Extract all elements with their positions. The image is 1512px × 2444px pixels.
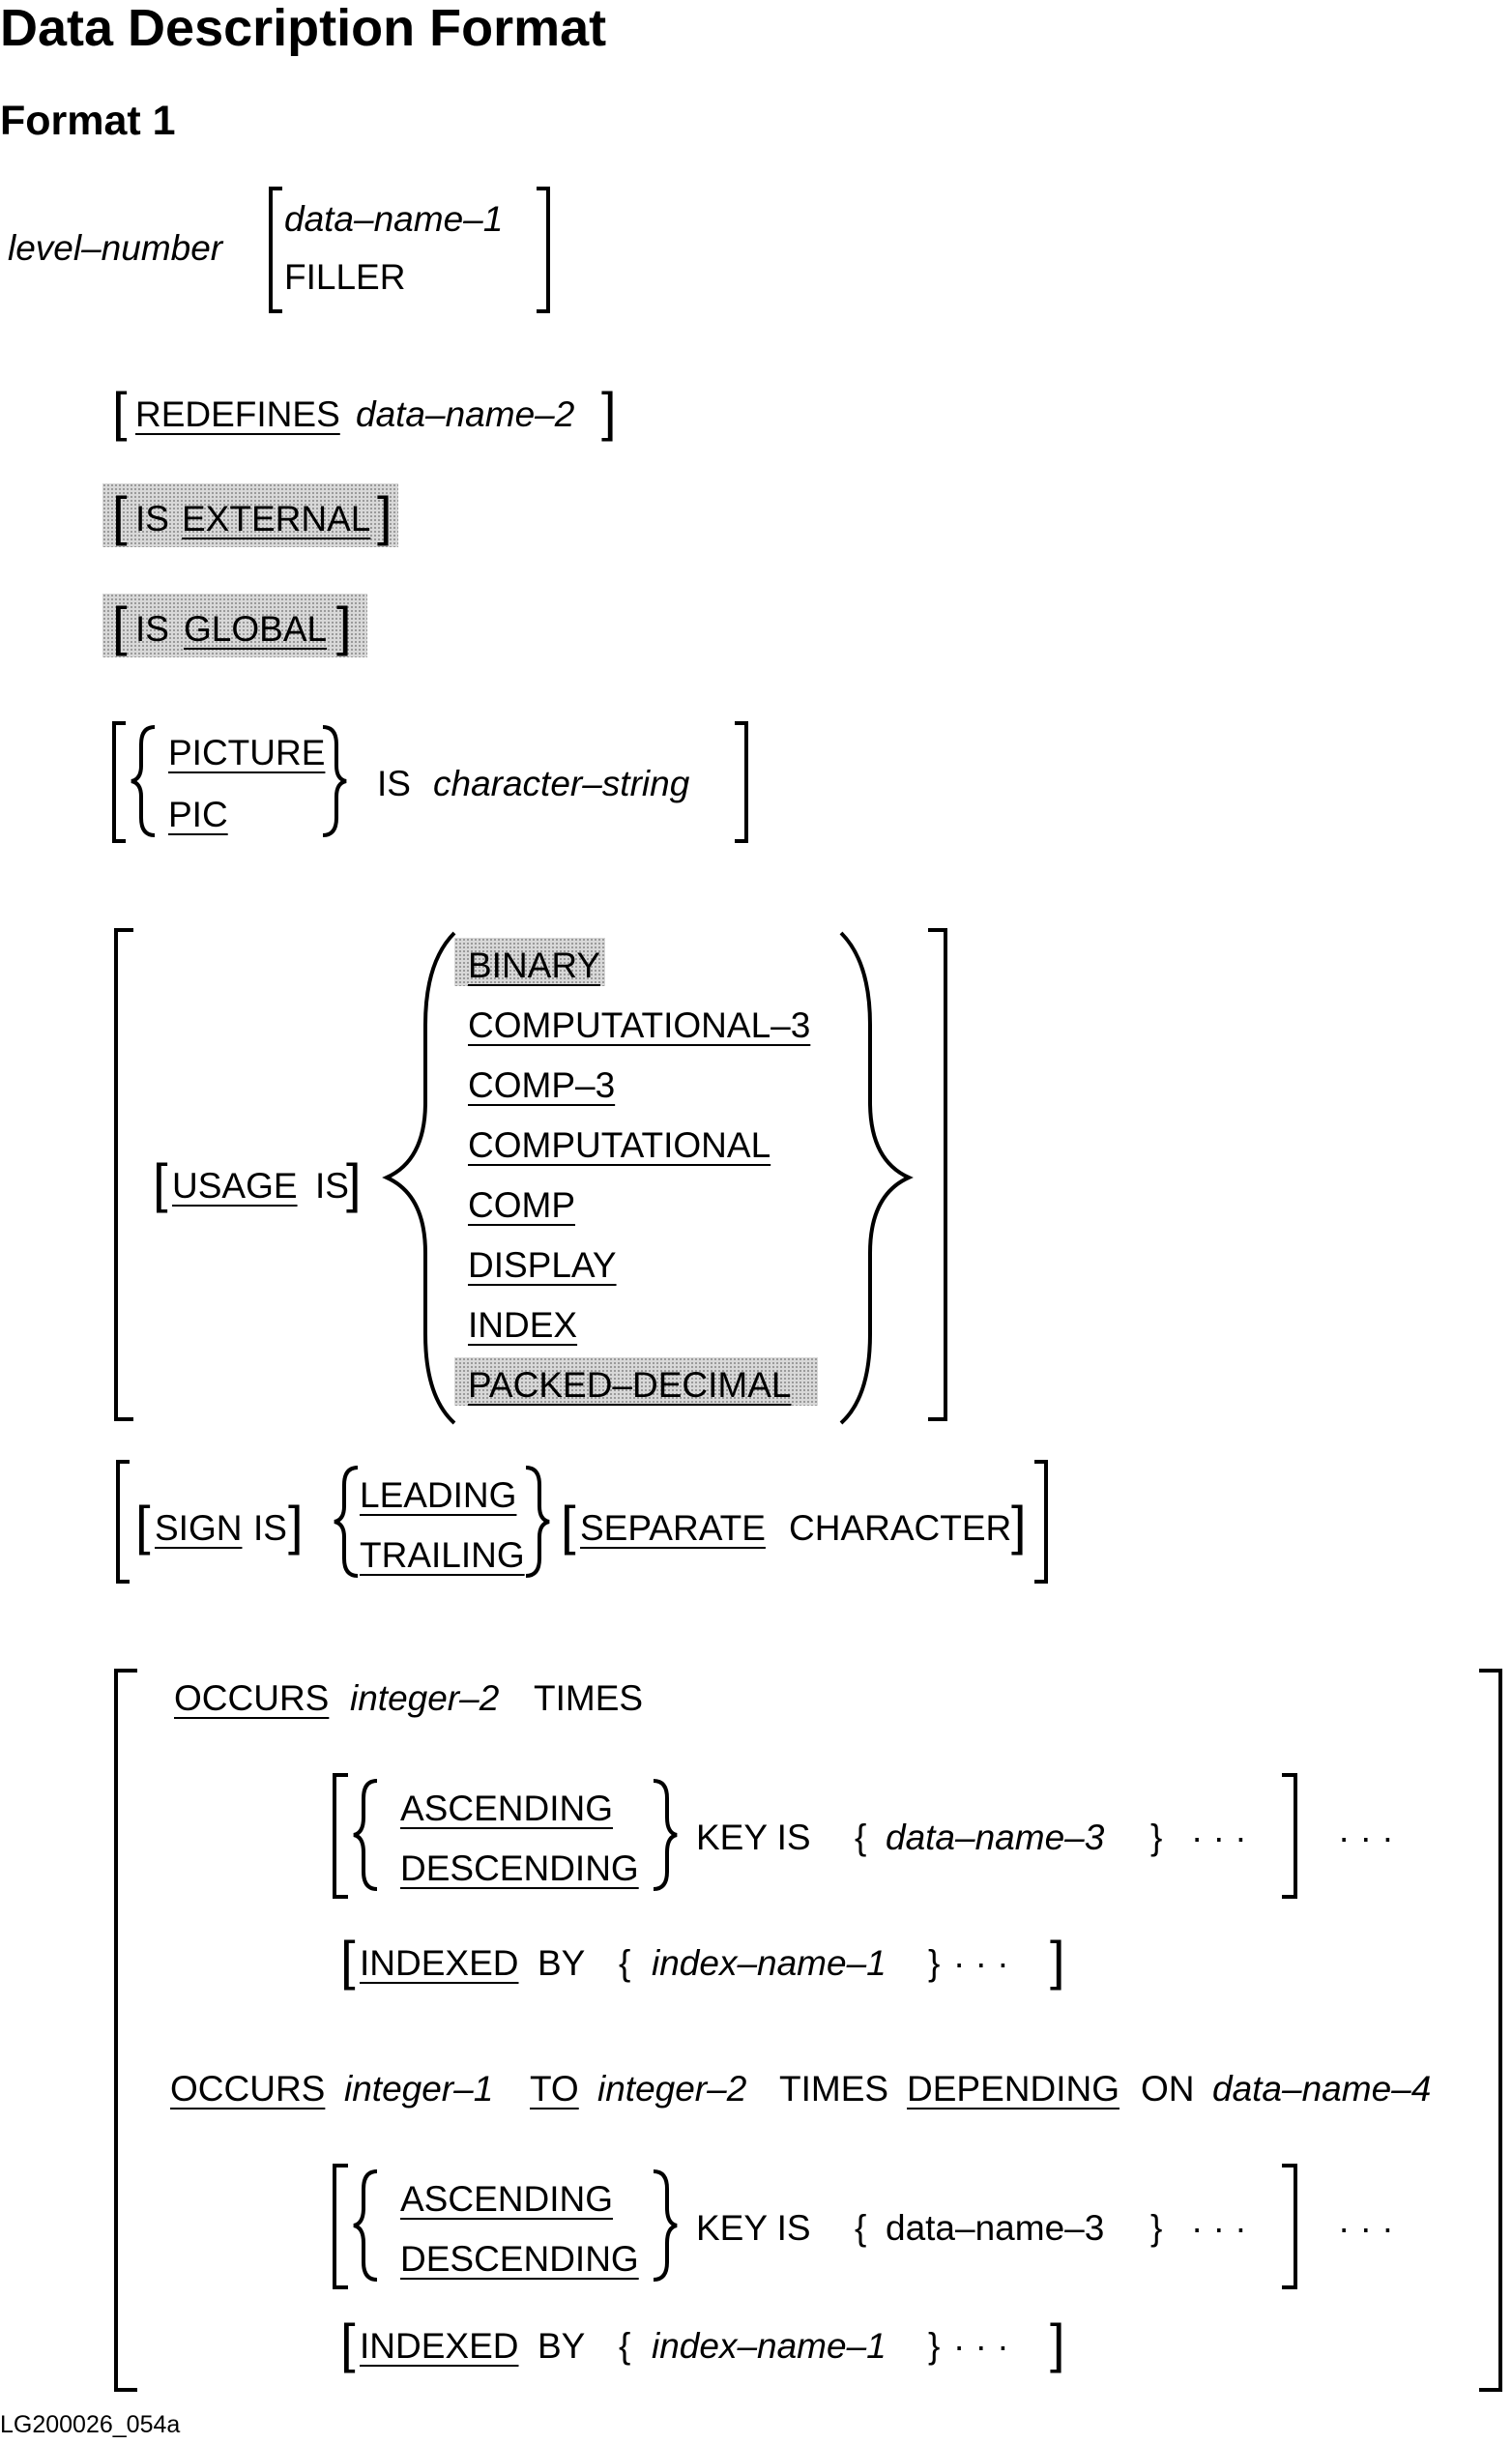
data-name-3: data–name–3 bbox=[886, 1818, 1105, 1857]
is-keyword: IS bbox=[253, 1508, 287, 1548]
indexed-keyword: INDEXED bbox=[360, 2326, 519, 2366]
ellipsis: · · · bbox=[953, 1943, 1009, 1983]
filler-keyword: FILLER bbox=[284, 257, 406, 297]
ascending-keyword: ASCENDING bbox=[400, 2179, 613, 2219]
close-bracket: ] bbox=[346, 1152, 362, 1213]
trailing-keyword: TRAILING bbox=[360, 1535, 525, 1575]
page-title: Data Description Format bbox=[0, 0, 607, 57]
open-bracket: [ bbox=[153, 1152, 168, 1213]
pic-keyword: PIC bbox=[168, 795, 228, 834]
indexed-keyword: INDEXED bbox=[360, 1943, 519, 1983]
character-keyword: CHARACTER bbox=[789, 1508, 1012, 1548]
is-keyword: IS bbox=[135, 499, 169, 538]
external-keyword: EXTERNAL bbox=[182, 499, 371, 538]
data-name-1: data–name–1 bbox=[284, 199, 504, 239]
data-name-2: data–name–2 bbox=[356, 394, 575, 434]
leading-keyword: LEADING bbox=[360, 1475, 517, 1515]
usage-option: COMP bbox=[468, 1185, 575, 1225]
by-keyword: BY bbox=[538, 1943, 586, 1983]
close-bracket: ] bbox=[1050, 2313, 1065, 2373]
figure-id: LG200026_054a bbox=[0, 2411, 181, 2438]
usage-option: INDEX bbox=[468, 1305, 578, 1345]
data-name-3: data–name–3 bbox=[886, 2208, 1105, 2248]
global-keyword: GLOBAL bbox=[184, 609, 328, 649]
close-bracket: ] bbox=[336, 596, 352, 656]
sign-keyword: SIGN bbox=[155, 1508, 243, 1548]
to-keyword: TO bbox=[530, 2069, 579, 2109]
depending-keyword: DEPENDING bbox=[907, 2069, 1119, 2109]
is-keyword: IS bbox=[377, 764, 411, 803]
separate-keyword: SEPARATE bbox=[580, 1508, 766, 1548]
close-bracket: ] bbox=[601, 381, 617, 442]
usage-option: PACKED–DECIMAL bbox=[468, 1365, 792, 1405]
extension-shading bbox=[102, 594, 367, 657]
close-brace: } bbox=[1150, 1818, 1163, 1857]
ellipsis: · · · bbox=[1338, 2208, 1394, 2248]
open-bracket: [ bbox=[340, 2313, 356, 2373]
integer-2: integer–2 bbox=[350, 1678, 500, 1718]
level-number: level–number bbox=[8, 228, 223, 268]
index-name-1: index–name–1 bbox=[652, 1943, 887, 1983]
usage-keyword: USAGE bbox=[172, 1166, 298, 1206]
ellipsis: · · · bbox=[1191, 1818, 1247, 1857]
ellipsis: · · · bbox=[953, 2326, 1009, 2366]
open-bracket: [ bbox=[561, 1495, 576, 1556]
close-brace: } bbox=[928, 1943, 941, 1983]
open-brace: { bbox=[619, 1943, 631, 1983]
close-bracket: ] bbox=[288, 1495, 304, 1556]
close-brace: } bbox=[1150, 2208, 1163, 2248]
open-bracket: [ bbox=[112, 485, 128, 546]
page-subtitle: Format 1 bbox=[0, 98, 176, 144]
times-keyword: TIMES bbox=[779, 2069, 889, 2109]
open-brace: { bbox=[619, 2326, 631, 2366]
open-bracket: [ bbox=[135, 1495, 151, 1556]
occurs-keyword: OCCURS bbox=[174, 1678, 330, 1718]
character-string: character–string bbox=[433, 764, 690, 803]
data-name-4: data–name–4 bbox=[1212, 2069, 1432, 2109]
extension-shading bbox=[454, 938, 605, 986]
ellipsis: · · · bbox=[1191, 2208, 1247, 2248]
index-name-1: index–name–1 bbox=[652, 2326, 887, 2366]
close-bracket: ] bbox=[1050, 1930, 1065, 1991]
usage-option: BINARY bbox=[468, 946, 601, 985]
close-bracket: ] bbox=[1011, 1495, 1027, 1556]
ellipsis: · · · bbox=[1338, 1818, 1394, 1857]
extension-shading bbox=[454, 1357, 818, 1406]
occurs-keyword: OCCURS bbox=[170, 2069, 326, 2109]
times-keyword: TIMES bbox=[534, 1678, 644, 1718]
extension-shading bbox=[102, 483, 398, 547]
on-keyword: ON bbox=[1141, 2069, 1195, 2109]
close-bracket: ] bbox=[377, 485, 393, 546]
open-bracket: [ bbox=[340, 1930, 356, 1991]
usage-option: COMPUTATIONAL–3 bbox=[468, 1005, 811, 1045]
is-keyword: IS bbox=[135, 609, 169, 649]
redefines-keyword: REDEFINES bbox=[135, 394, 340, 434]
key-is-keyword: KEY IS bbox=[696, 2208, 811, 2248]
descending-keyword: DESCENDING bbox=[400, 1848, 639, 1888]
open-brace: { bbox=[855, 2208, 867, 2248]
by-keyword: BY bbox=[538, 2326, 586, 2366]
integer-1: integer–1 bbox=[344, 2069, 494, 2109]
open-bracket: [ bbox=[112, 381, 128, 442]
ascending-keyword: ASCENDING bbox=[400, 1789, 613, 1828]
usage-option: COMPUTATIONAL bbox=[468, 1125, 771, 1165]
open-brace: { bbox=[855, 1818, 867, 1857]
picture-keyword: PICTURE bbox=[168, 733, 326, 772]
usage-option: COMP–3 bbox=[468, 1065, 616, 1105]
usage-option: DISPLAY bbox=[468, 1245, 617, 1285]
key-is-keyword: KEY IS bbox=[696, 1818, 811, 1857]
open-bracket: [ bbox=[112, 596, 128, 656]
close-brace: } bbox=[928, 2326, 941, 2366]
is-keyword: IS bbox=[315, 1166, 349, 1206]
descending-keyword: DESCENDING bbox=[400, 2239, 639, 2279]
integer-2: integer–2 bbox=[597, 2069, 747, 2109]
